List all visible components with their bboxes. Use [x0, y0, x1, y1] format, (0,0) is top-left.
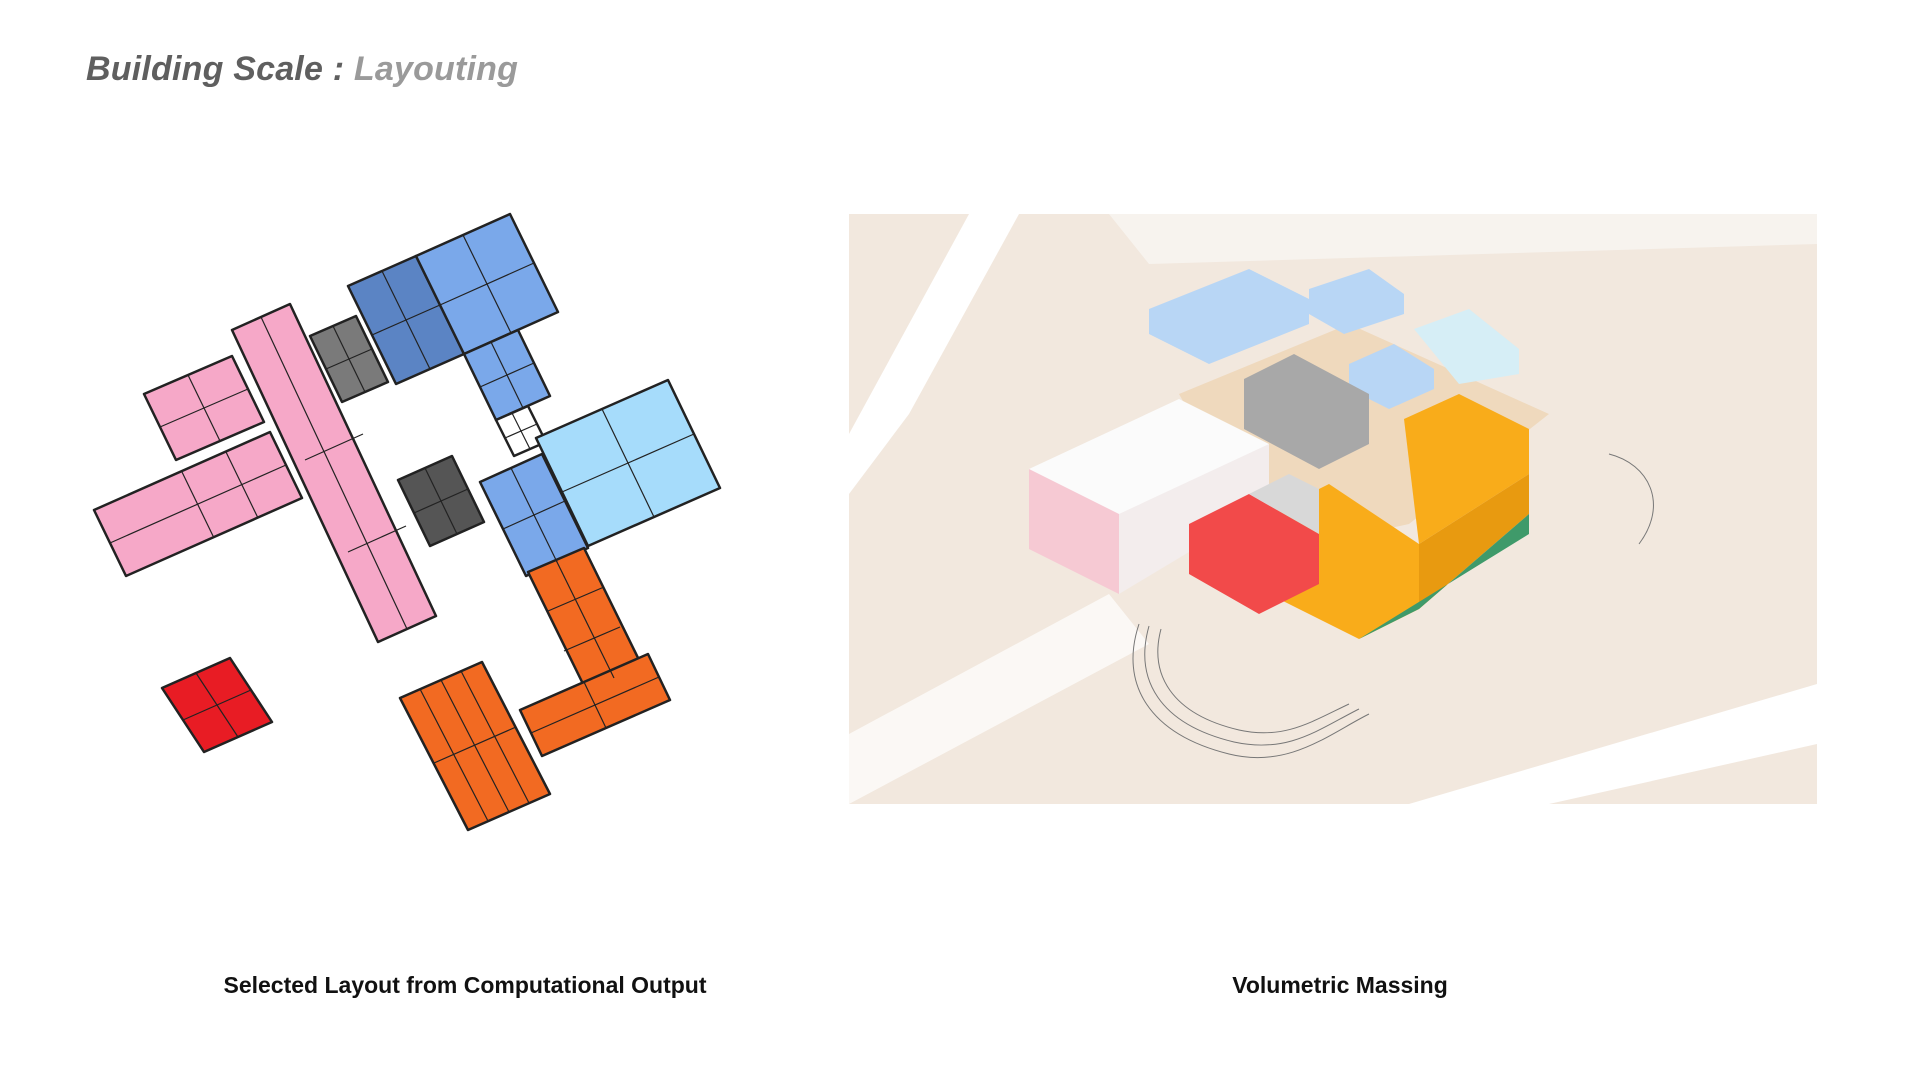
red-mass	[1189, 474, 1319, 614]
blue-mass-mid	[1309, 269, 1404, 334]
orange-l-block	[398, 546, 672, 832]
terrain-contours	[1132, 453, 1654, 759]
caption-massing: Volumetric Massing	[1232, 972, 1448, 998]
road	[849, 594, 1149, 804]
road	[1409, 684, 1817, 804]
road	[1109, 214, 1817, 264]
page-title-main: Building Scale :	[86, 50, 345, 88]
layout-plan-diagram	[92, 212, 722, 832]
page-title-sub: Layouting	[353, 50, 519, 88]
caption-layout: Selected Layout from Computational Outpu…	[223, 972, 707, 998]
road	[849, 214, 1019, 494]
light-blue-mass	[1414, 309, 1519, 384]
page-title: Building Scale : Layouting	[86, 50, 518, 89]
volumetric-massing-render	[849, 214, 1817, 804]
grey-mass	[1244, 354, 1369, 469]
blue-mass-top	[1149, 269, 1309, 364]
blue-mass-small	[1349, 344, 1434, 409]
